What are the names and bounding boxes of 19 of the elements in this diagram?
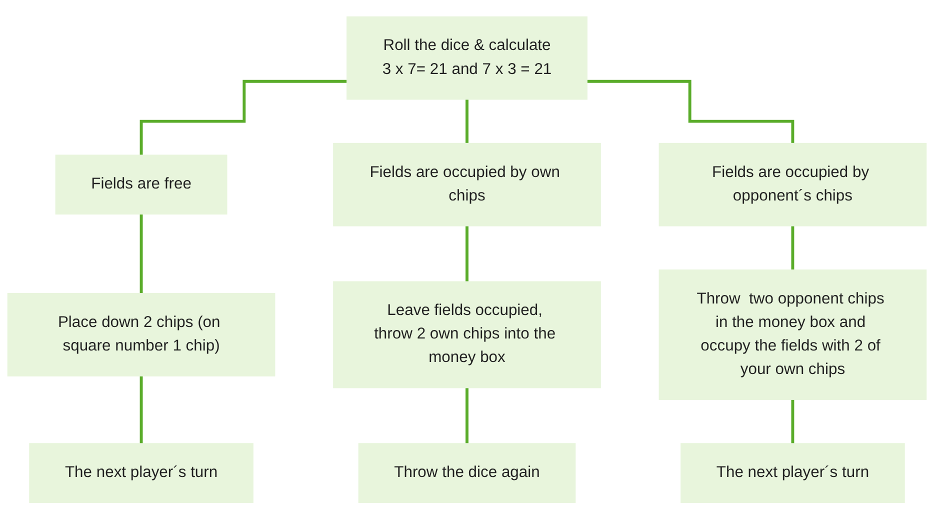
node-box: Fields are occupied by own chips (333, 142, 601, 226)
connector (791, 224, 794, 272)
node-box: Place down 2 chips (on square number 1 chip) (7, 292, 276, 376)
node-box: The next player´s turn (29, 442, 254, 503)
connector (466, 386, 468, 445)
connector (791, 398, 794, 445)
node-box: Fields are free (55, 154, 228, 214)
node-box: Fields are occupied by opponent´s chips (658, 142, 927, 226)
node-box: Leave fields occupied, throw 2 own chips into the money box (333, 281, 601, 388)
connector (586, 80, 794, 145)
connector (140, 212, 143, 295)
connector (466, 224, 468, 284)
node-box: Throw the dice again (358, 442, 576, 503)
connector (466, 98, 468, 145)
node-box: The next player´s turn (680, 442, 905, 503)
node-box: Throw two opponent chips in the money box and occupy the fields with 2 of your own chips (658, 269, 927, 400)
connector (140, 374, 143, 445)
node-box: Roll the dice & calculate 3 x 7= 21 and 7 x 3 = 21 (346, 16, 588, 100)
connector (140, 80, 348, 156)
